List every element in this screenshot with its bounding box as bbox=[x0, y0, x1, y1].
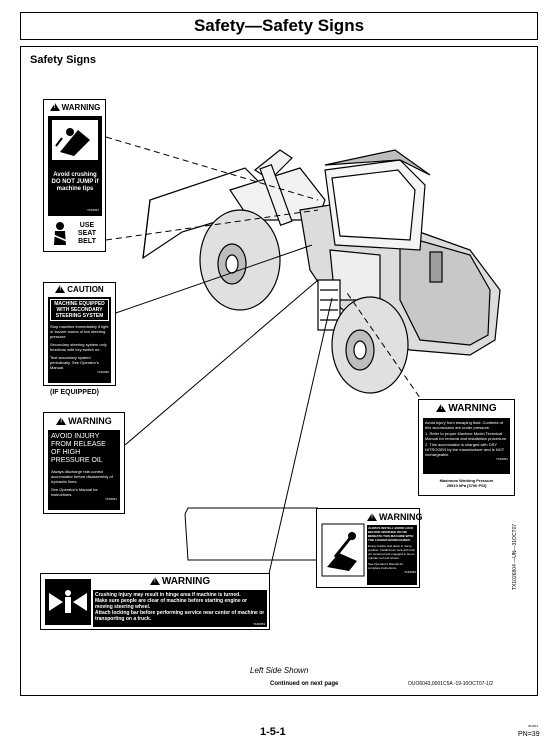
alert-triangle-icon bbox=[56, 417, 66, 425]
caution-paragraph-1: Stop machine immediately if light or buz… bbox=[50, 324, 109, 339]
seat-belt-text: USE SEAT BELT bbox=[72, 222, 102, 246]
accumulator-part-number: T166051 bbox=[425, 457, 508, 461]
boom-lock-black-panel: ALWAYS INSTALL BOOM LOCK BEFORE WORKING … bbox=[367, 525, 417, 585]
hinge-line-2: Make sure people are clear of machine be… bbox=[95, 598, 265, 610]
caution-steering-decal: CAUTION MACHINE EQUIPPED WITH SECONDARY … bbox=[43, 282, 116, 386]
crush-part-number: T166097 bbox=[87, 208, 99, 213]
crush-black-panel: Avoid crushing DO NOT JUMP if machine ti… bbox=[48, 116, 102, 216]
hydraulic-paragraph-1: Always discharge ride-control accumulato… bbox=[51, 469, 117, 484]
boom-lock-message: ALWAYS INSTALL BOOM LOCK BEFORE WORKING … bbox=[368, 526, 416, 542]
pressure-value: 25510 kPa [3700 PSI] bbox=[423, 483, 510, 488]
caution-part-number: T166050 bbox=[50, 370, 109, 374]
accumulator-black-panel: Avoid injury from escaping fluid. Conten… bbox=[423, 418, 510, 474]
rear-tire bbox=[332, 297, 408, 393]
tipping-machine-icon bbox=[48, 116, 102, 166]
alert-triangle-icon bbox=[55, 285, 65, 293]
hydraulic-message: AVOID INJURY FROM RELEASE OF HIGH PRESSU… bbox=[51, 433, 117, 465]
accumulator-intro: Avoid injury from escaping fluid. Conten… bbox=[425, 420, 508, 430]
caution-black-panel: MACHINE EQUIPPED WITH SECONDARY STEERING… bbox=[48, 297, 111, 383]
hinge-warning-decal: WARNING Crushing injury may result in hi… bbox=[40, 573, 270, 630]
alert-triangle-icon bbox=[436, 404, 446, 412]
caution-paragraph-3: Test secondary system periodically. See … bbox=[50, 355, 109, 370]
boom-lock-paragraph-1: Empty bucket and place in dump position.… bbox=[368, 544, 416, 560]
accumulator-item-2: 2. This accumulator is charged with DRY … bbox=[425, 442, 508, 457]
caution-paragraph-2: Secondary steering system only functions… bbox=[50, 342, 109, 352]
caution-boxed-text: MACHINE EQUIPPED WITH SECONDARY STEERING… bbox=[50, 299, 109, 321]
alert-triangle-icon bbox=[50, 103, 60, 111]
crush-warning-decal: WARNING Avoid crushing DO NOT JUMP if ma… bbox=[43, 99, 106, 252]
accumulator-pressure: Maximum Working Pressure 25510 kPa [3700… bbox=[423, 478, 510, 488]
caution-header: CAUTION bbox=[46, 285, 113, 295]
figure-caption: Left Side Shown bbox=[250, 666, 308, 675]
accumulator-warning-header: WARNING bbox=[421, 403, 512, 415]
crush-warning-header: WARNING bbox=[46, 103, 104, 113]
accumulator-item-1: 1. Refer to proper Machine Model Technic… bbox=[425, 431, 508, 441]
boom-lock-icon bbox=[321, 523, 365, 577]
hydraulic-black-panel: AVOID INJURY FROM RELEASE OF HIGH PRESSU… bbox=[48, 430, 120, 510]
hydraulic-warning-header: WARNING bbox=[46, 416, 122, 427]
hinge-crush-icon bbox=[45, 579, 91, 625]
seat-belt-panel: USE SEAT BELT bbox=[48, 220, 102, 248]
page-number: 1-5-1 bbox=[260, 726, 286, 738]
crush-message: Avoid crushing DO NOT JUMP if machine ti… bbox=[50, 172, 100, 193]
illustration-id: TX1026804 —UN—31OCT07 bbox=[512, 524, 518, 590]
hinge-line-3: Attach locking bar before performing ser… bbox=[95, 610, 265, 622]
pn-label: PN=39 bbox=[518, 731, 540, 738]
boom-lock-header: WARNING bbox=[367, 512, 419, 523]
accumulator-warning-decal: WARNING Avoid injury from escaping fluid… bbox=[418, 399, 515, 496]
alert-triangle-icon bbox=[150, 577, 160, 585]
hydraulic-warning-decal: WARNING AVOID INJURY FROM RELEASE OF HIG… bbox=[43, 412, 125, 514]
seated-person-icon bbox=[50, 221, 70, 247]
hinge-part-number: T166053 bbox=[95, 622, 265, 626]
small-code: 051821 bbox=[528, 724, 538, 728]
boom-lock-warning-decal: WARNING ALWAYS INSTALL BOOM LOCK BEFORE … bbox=[316, 508, 420, 588]
boom-lock-part-number: T166052 bbox=[368, 570, 416, 574]
reference-code: OUO6043,0001C5A -19-10OCT07-1/2 bbox=[408, 681, 493, 687]
hydraulic-part-number: T168051 bbox=[51, 497, 117, 501]
continued-note: Continued on next page bbox=[270, 681, 338, 687]
hydraulic-paragraph-2: See Operator's Manual for instructions. bbox=[51, 487, 117, 497]
boom-lock-paragraph-2: See Operator's Manual for complete instr… bbox=[368, 562, 416, 570]
hinge-warning-header: WARNING bbox=[93, 576, 267, 588]
hinge-black-panel: Crushing injury may result in hinge area… bbox=[93, 590, 267, 627]
cab-drawing bbox=[325, 150, 430, 250]
if-equipped-note: (IF EQUIPPED) bbox=[50, 389, 99, 396]
alert-triangle-icon bbox=[367, 513, 377, 521]
